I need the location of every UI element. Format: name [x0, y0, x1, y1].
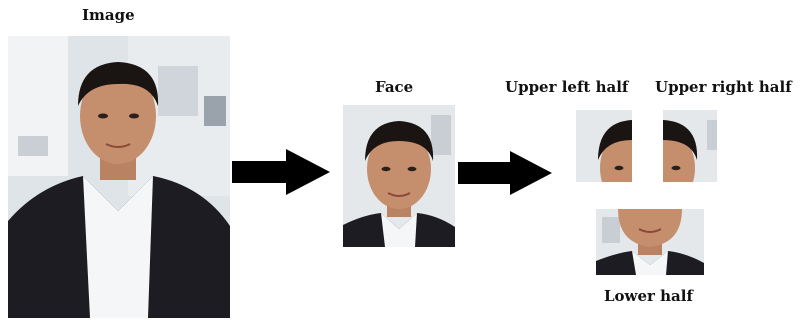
- upper-left-half-image: [576, 110, 632, 182]
- original-image: [8, 36, 230, 318]
- image-label: Image: [82, 6, 135, 24]
- right-arrow-icon: [458, 151, 552, 195]
- upper-left-half-label: Upper left half: [505, 78, 629, 96]
- lower-half-label: Lower half: [604, 287, 693, 305]
- right-arrow-icon: [232, 149, 330, 195]
- face-label: Face: [375, 78, 414, 96]
- upper-right-half-label: Upper right half: [655, 78, 792, 96]
- upper-right-half-image: [663, 110, 717, 182]
- face-image: [343, 105, 455, 247]
- lower-half-image: [596, 209, 704, 275]
